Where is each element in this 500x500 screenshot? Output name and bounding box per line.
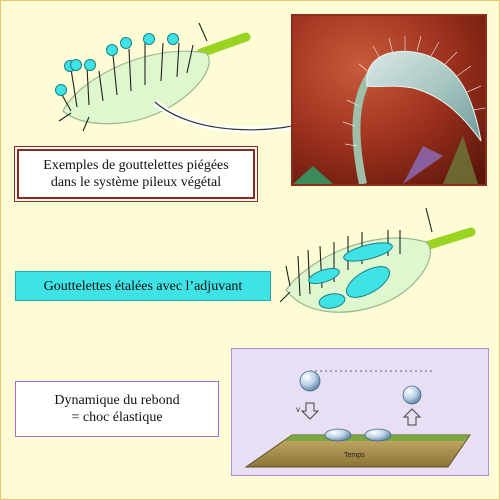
time-label: Temps bbox=[344, 452, 365, 459]
droplet bbox=[106, 44, 118, 56]
hairy-plant-photo bbox=[291, 14, 487, 186]
bounce-diagram: v Temps bbox=[244, 370, 471, 468]
leaf-spread-droplets-illustration bbox=[279, 207, 476, 313]
down-arrow-icon bbox=[300, 402, 320, 420]
hairy-leaf-trapped-droplets-illustration bbox=[55, 22, 251, 132]
droplet bbox=[120, 37, 132, 49]
caption-bounce-dynamics: Dynamique du rebond = choc élastique bbox=[15, 381, 219, 437]
falling-droplet bbox=[299, 370, 321, 392]
up-arrow-icon bbox=[402, 408, 422, 426]
caption-line: Dynamique du rebond bbox=[54, 393, 180, 408]
spread-droplets bbox=[308, 242, 393, 309]
caption-line: = choc élastique bbox=[71, 410, 163, 425]
trapped-droplets bbox=[55, 33, 179, 96]
caption-line: Gouttelettes étalées avec l’adjuvant bbox=[43, 278, 243, 294]
droplet bbox=[84, 59, 96, 71]
caption-spread-droplets: Gouttelettes étalées avec l’adjuvant bbox=[15, 271, 271, 301]
droplet bbox=[55, 84, 67, 96]
impacting-droplet bbox=[364, 428, 392, 442]
leaf-stem bbox=[196, 32, 251, 58]
leaf-stem bbox=[421, 227, 476, 251]
droplet bbox=[143, 33, 155, 45]
leaf-blade bbox=[62, 50, 210, 125]
caption-trapped-droplets: Exemples de gouttelettes piégées dans le… bbox=[17, 149, 255, 199]
hairy-plant-photo-image bbox=[293, 16, 485, 184]
droplet bbox=[308, 267, 340, 285]
velocity-label: v bbox=[296, 405, 300, 414]
droplet bbox=[70, 59, 82, 71]
rebounding-droplet bbox=[402, 385, 422, 405]
leaf-hairs bbox=[58, 22, 208, 132]
caption-line: dans le système pileux végétal bbox=[50, 175, 222, 190]
caption-line: Exemples de gouttelettes piégées bbox=[43, 158, 229, 173]
droplet bbox=[167, 33, 179, 45]
bounce-dynamics-panel: v Temps bbox=[231, 348, 489, 476]
droplet bbox=[346, 266, 390, 298]
droplet bbox=[318, 293, 346, 309]
droplet bbox=[343, 242, 393, 262]
impacting-droplet bbox=[324, 428, 352, 442]
